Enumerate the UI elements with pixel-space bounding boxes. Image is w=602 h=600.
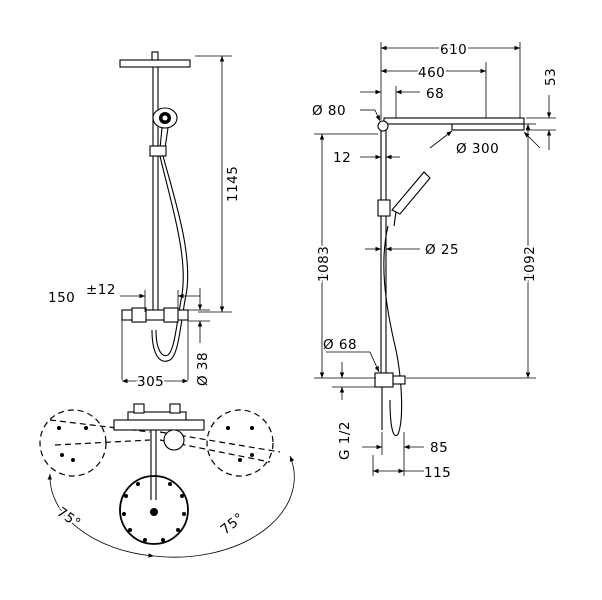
top-view: 75° 75°	[39, 403, 295, 558]
angle-75-left: 75°	[54, 504, 84, 532]
dim-dia25: Ø 25	[425, 242, 459, 258]
dim-g12: G 1/2	[337, 421, 353, 460]
side-view: 610 460 68 Ø 80 53 Ø 300 12 1083	[312, 40, 559, 481]
side-hand-shower	[377, 171, 431, 227]
dim-dia80: Ø 80	[312, 103, 346, 119]
front-slider	[149, 145, 167, 157]
dim-460: 460	[418, 65, 445, 81]
dim-dia38: Ø 38	[195, 352, 211, 386]
side-shower-head	[451, 123, 525, 131]
dim-tol12: ±12	[86, 282, 116, 298]
dim-dia68: Ø 68	[323, 337, 357, 353]
dim-1083: 1083	[316, 246, 332, 282]
dim-1092: 1092	[522, 246, 538, 282]
top-thermostat	[113, 403, 205, 451]
front-shower-head	[119, 59, 191, 68]
dim-85: 85	[430, 440, 448, 456]
dim-115: 115	[424, 465, 451, 481]
angle-75-right: 75°	[218, 510, 248, 538]
dim-12: 12	[333, 150, 351, 166]
dim-305: 305	[137, 374, 164, 390]
side-shower-arm	[383, 117, 525, 125]
dim-150: 150	[48, 290, 75, 306]
front-view: 1145 150 ±12 Ø 38 305	[48, 51, 241, 392]
side-thermostat	[374, 372, 406, 430]
dim-dia300: Ø 300	[456, 141, 499, 157]
front-hand-shower	[152, 107, 178, 149]
right-rotated-head	[206, 409, 274, 477]
dim-68-top: 68	[426, 86, 444, 102]
front-thermostat	[121, 307, 189, 380]
dim-610: 610	[440, 42, 467, 58]
dim-1145: 1145	[225, 166, 241, 202]
dim-53: 53	[543, 68, 559, 86]
